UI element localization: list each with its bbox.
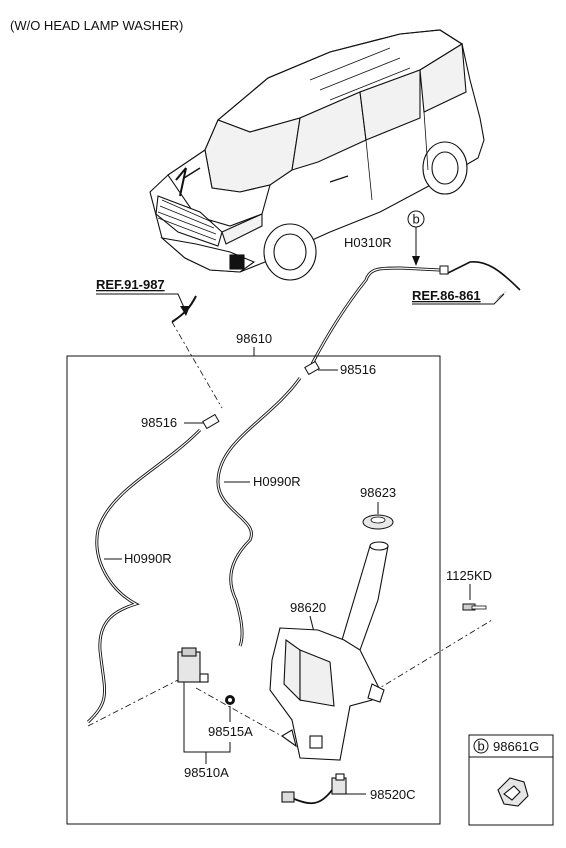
label-98515a: 98515A <box>208 724 253 739</box>
leader-98510a <box>183 682 231 753</box>
hose-h0310r <box>310 266 441 365</box>
label-98510a: 98510A <box>184 765 229 780</box>
hose-right-extension <box>445 261 521 291</box>
nozzle-left <box>202 413 220 430</box>
ref-86-861-arrow <box>496 290 508 300</box>
grommet-98515a <box>225 695 235 705</box>
label-98610: 98610 <box>236 331 272 346</box>
dashed-guides <box>87 321 493 745</box>
label-h0990r-left: H0990R <box>124 551 172 566</box>
label-h0310r: H0310R <box>344 235 392 250</box>
vehicle-illustration <box>149 29 485 281</box>
legend-circle-b: b <box>478 739 485 754</box>
label-98623: 98623 <box>360 485 396 500</box>
nozzle-top <box>304 360 320 376</box>
bolt-1125kd <box>462 603 487 611</box>
ref-label-91-987: REF.91-987 <box>96 277 165 292</box>
ref-91-987-arrow <box>180 306 190 316</box>
label-98520c: 98520C <box>370 787 416 802</box>
assembly-frame <box>66 355 441 825</box>
washer-reservoir <box>269 541 389 761</box>
label-98516-top: 98516 <box>340 362 376 377</box>
legend-part-number: 98661G <box>493 739 539 754</box>
ref-label-86-861: REF.86-861 <box>412 288 481 303</box>
legend-box: b 98661G <box>468 734 554 826</box>
circle-b-text: b <box>413 212 420 227</box>
hose-h0990r-right <box>216 377 302 647</box>
ref-91-987-leader <box>96 293 187 313</box>
label-98516-left: 98516 <box>141 415 177 430</box>
reservoir-cap <box>362 514 394 530</box>
diagram-title: (W/O HEAD LAMP WASHER) <box>10 18 183 33</box>
clip-98661g <box>497 777 529 807</box>
label-h0990r-right: H0990R <box>253 474 301 489</box>
washer-pump <box>177 647 209 683</box>
label-1125kd: 1125KD <box>446 568 492 583</box>
ref-86-861-leader <box>412 293 505 305</box>
level-sensor <box>281 773 347 805</box>
label-98620: 98620 <box>290 600 326 615</box>
